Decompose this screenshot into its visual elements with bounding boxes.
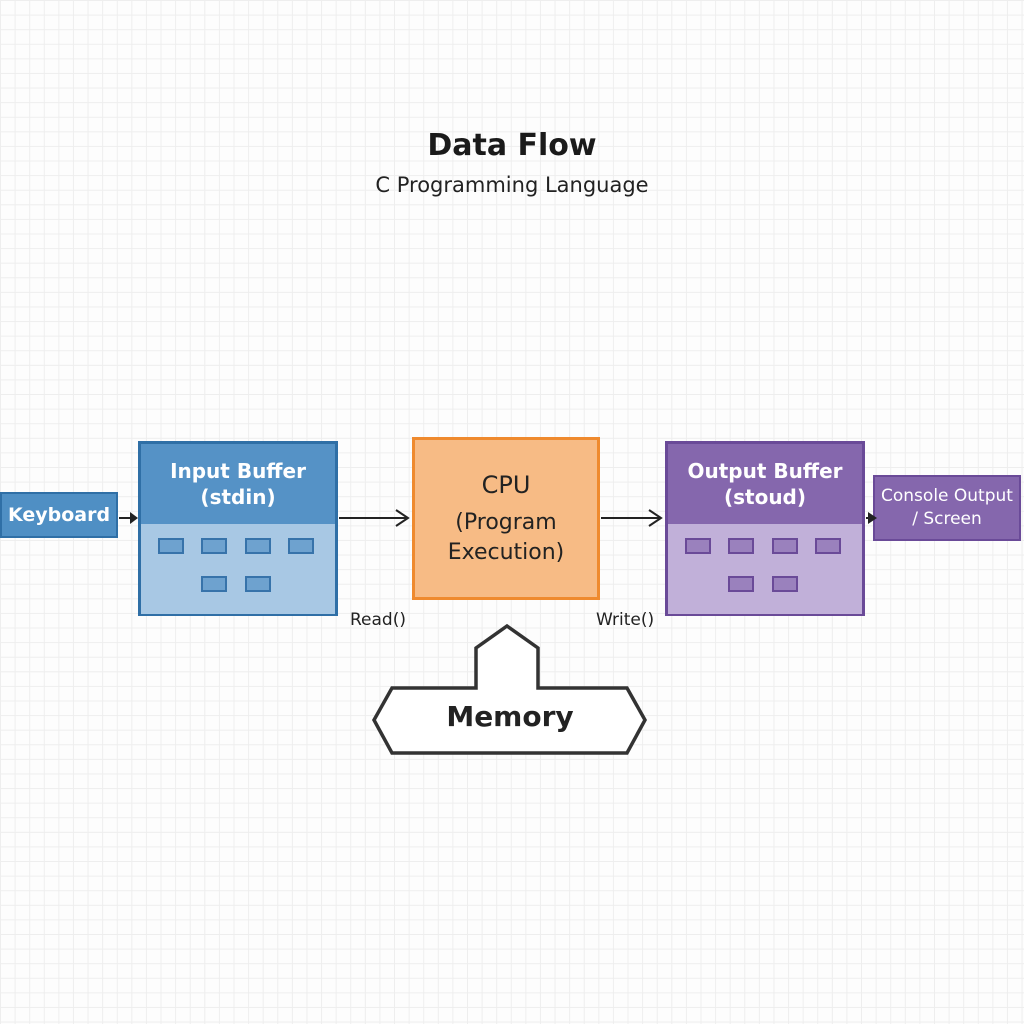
read-label: Read() bbox=[350, 610, 406, 630]
arrowhead-icon bbox=[395, 509, 410, 527]
buffer-cell bbox=[245, 538, 271, 554]
input-buffer-node: Input Buffer (stdin) bbox=[138, 441, 338, 616]
keyboard-label: Keyboard bbox=[7, 504, 111, 526]
diagram-subtitle: C Programming Language bbox=[375, 173, 649, 197]
memory-label: Memory bbox=[446, 700, 574, 733]
cpu-node: CPU (Program Execution) bbox=[412, 437, 600, 600]
buffer-cell bbox=[772, 576, 798, 592]
cpu-line1: (Program bbox=[455, 509, 557, 535]
input-buffer-title: Input Buffer bbox=[170, 459, 306, 483]
console-output-node: Console Output / Screen bbox=[873, 475, 1021, 541]
console-line2: / Screen bbox=[912, 509, 982, 529]
cpu-title: CPU bbox=[481, 470, 531, 499]
buffer-cell bbox=[815, 538, 841, 554]
write-label: Write() bbox=[596, 610, 655, 630]
buffer-cell bbox=[201, 538, 227, 554]
cpu-line2: Execution) bbox=[447, 539, 565, 565]
arrowhead-icon bbox=[648, 509, 663, 527]
output-buffer-cells bbox=[668, 524, 862, 614]
buffer-cell bbox=[772, 538, 798, 554]
buffer-cell bbox=[245, 576, 271, 592]
input-buffer-subtitle: (stdin) bbox=[200, 485, 276, 509]
diagram-title: Data Flow bbox=[427, 128, 597, 163]
output-buffer-subtitle: (stoud) bbox=[723, 485, 807, 509]
input-buffer-cells bbox=[141, 524, 335, 614]
buffer-cell bbox=[685, 538, 711, 554]
input-buffer-header: Input Buffer (stdin) bbox=[141, 444, 335, 524]
console-line1: Console Output bbox=[881, 486, 1013, 506]
output-buffer-header: Output Buffer (stoud) bbox=[668, 444, 862, 524]
buffer-cell bbox=[728, 576, 754, 592]
buffer-cell bbox=[201, 576, 227, 592]
memory-shape bbox=[371, 623, 648, 755]
output-buffer-title: Output Buffer bbox=[687, 459, 843, 483]
buffer-cell bbox=[158, 538, 184, 554]
keyboard-node: Keyboard bbox=[0, 492, 118, 538]
buffer-cell bbox=[288, 538, 314, 554]
buffer-cell bbox=[728, 538, 754, 554]
arrowhead-icon bbox=[130, 512, 138, 524]
output-buffer-node: Output Buffer (stoud) bbox=[665, 441, 865, 616]
